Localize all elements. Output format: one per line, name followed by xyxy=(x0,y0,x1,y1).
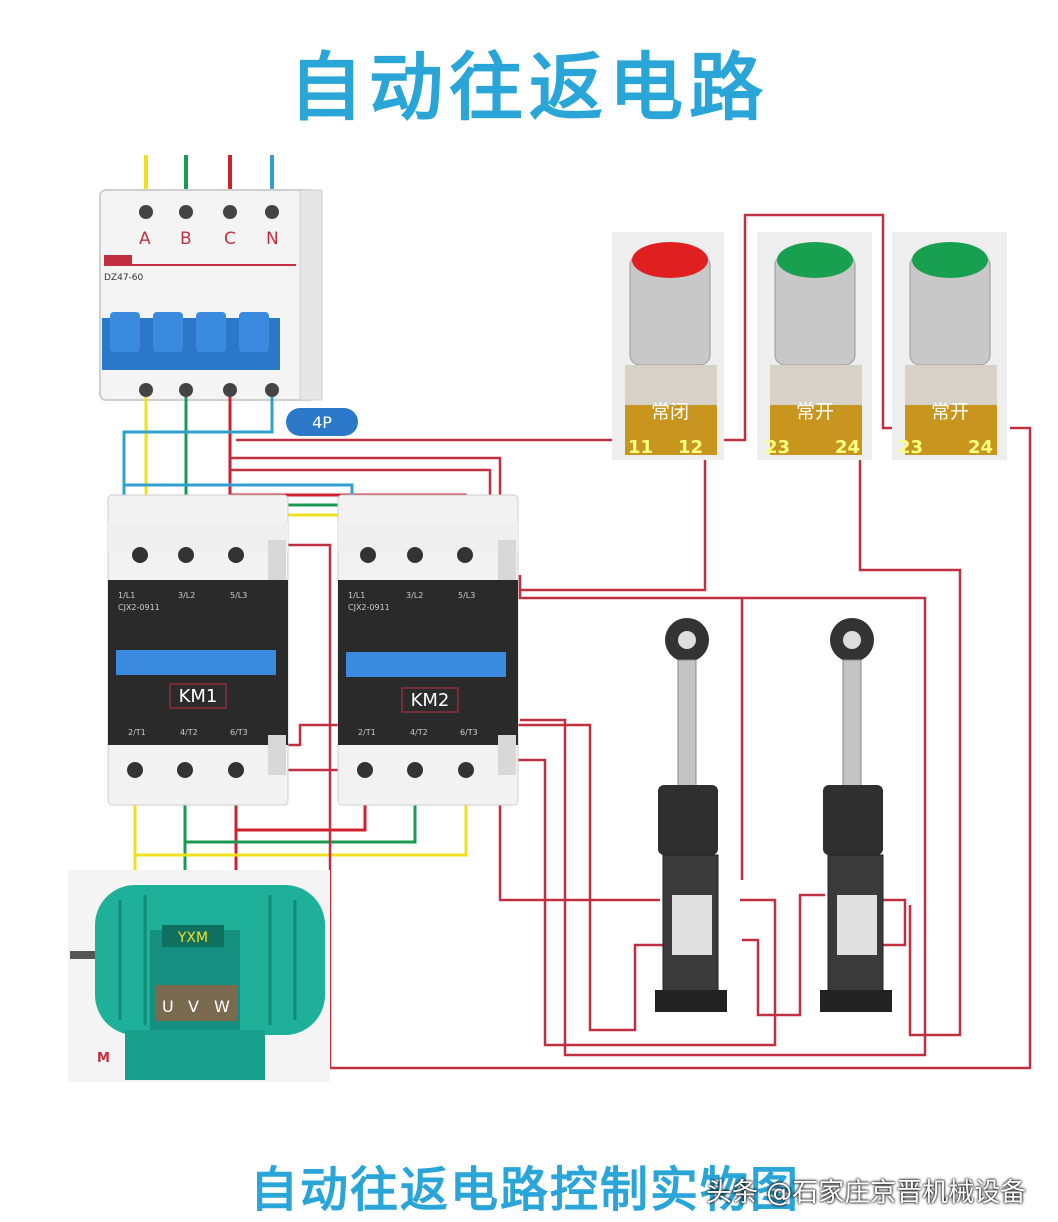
breaker-screw xyxy=(179,205,193,219)
km2-model: CJX2-0911 xyxy=(348,603,390,612)
terminal-label-b: B xyxy=(180,229,192,249)
start-button-2-cap xyxy=(912,242,988,278)
start-button-1-cap xyxy=(777,242,853,278)
button2-terminal-1: 23 xyxy=(765,437,790,458)
terminal-label-a: A xyxy=(139,229,151,249)
km1-terminal-bottom-1: 2/T1 xyxy=(128,728,146,737)
limit-switch-2 xyxy=(820,618,892,1012)
motor: YXM U V W M xyxy=(68,870,330,1082)
contactor-km1: KM1 1/L1 3/L2 5/L3 CJX2-0911 2/T1 4/T2 6… xyxy=(107,494,289,806)
breaker-screw xyxy=(265,205,279,219)
km2-terminal-bottom-2: 4/T2 xyxy=(410,728,428,737)
pushbutton-stop: 常闭 11 12 xyxy=(612,232,724,460)
button3-state: 常开 xyxy=(931,401,969,423)
button1-terminal-1: 11 xyxy=(628,437,653,458)
km2-blue-window xyxy=(346,652,506,677)
circuit-breaker: DZ47-60 A B C N 4P xyxy=(99,155,358,436)
pole-badge xyxy=(286,408,358,436)
button3-terminal-1: 23 xyxy=(898,437,923,458)
km2-terminal-top-1: 1/L1 xyxy=(348,591,365,600)
km1-terminal-bottom-2: 4/T2 xyxy=(180,728,198,737)
button1-terminal-2: 12 xyxy=(678,437,703,458)
motor-terminal-u: U xyxy=(162,997,174,1016)
km2-terminal-top-3: 5/L3 xyxy=(458,591,475,600)
stop-button-cap xyxy=(632,242,708,278)
pushbutton-start-1: 常开 23 24 xyxy=(757,232,872,460)
motor-label: M xyxy=(97,1051,110,1066)
breaker-model: DZ47-60 xyxy=(104,273,144,283)
terminal-label-c: C xyxy=(224,229,236,249)
watermark: 头条 @石家庄京晋机械设备 xyxy=(706,1178,1027,1208)
pole-label: 4P xyxy=(312,413,332,432)
breaker-screw xyxy=(223,205,237,219)
km1-terminal-top-1: 1/L1 xyxy=(118,591,135,600)
button2-terminal-2: 24 xyxy=(835,437,860,458)
motor-terminal-w: W xyxy=(214,997,230,1016)
button1-state: 常闭 xyxy=(651,401,689,423)
button3-terminal-2: 24 xyxy=(968,437,993,458)
km1-label: KM1 xyxy=(179,686,218,707)
breaker-screw xyxy=(139,205,153,219)
km1-terminal-bottom-3: 6/T3 xyxy=(230,728,248,737)
subtitle: 自动往返电路控制实物图 xyxy=(250,1162,801,1218)
page-title: 自动往返电路 xyxy=(289,45,769,131)
terminal-label-n: N xyxy=(266,229,279,249)
km2-terminal-bottom-3: 6/T3 xyxy=(460,728,478,737)
button2-state: 常开 xyxy=(796,401,834,423)
km1-blue-window xyxy=(116,650,276,675)
km1-terminal-top-2: 3/L2 xyxy=(178,591,195,600)
km1-terminal-top-3: 5/L3 xyxy=(230,591,247,600)
motor-terminal-v: V xyxy=(188,997,199,1016)
km2-terminal-top-2: 3/L2 xyxy=(406,591,423,600)
km1-model: CJX2-0911 xyxy=(118,603,160,612)
motor-nameplate: YXM xyxy=(177,930,208,946)
km2-terminal-bottom-1: 2/T1 xyxy=(358,728,376,737)
contactor-km2: KM2 1/L1 3/L2 5/L3 CJX2-0911 2/T1 4/T2 6… xyxy=(337,494,519,806)
km2-label: KM2 xyxy=(411,690,450,711)
limit-switch-1 xyxy=(655,618,727,1012)
pushbutton-start-2: 常开 23 24 xyxy=(892,232,1007,460)
